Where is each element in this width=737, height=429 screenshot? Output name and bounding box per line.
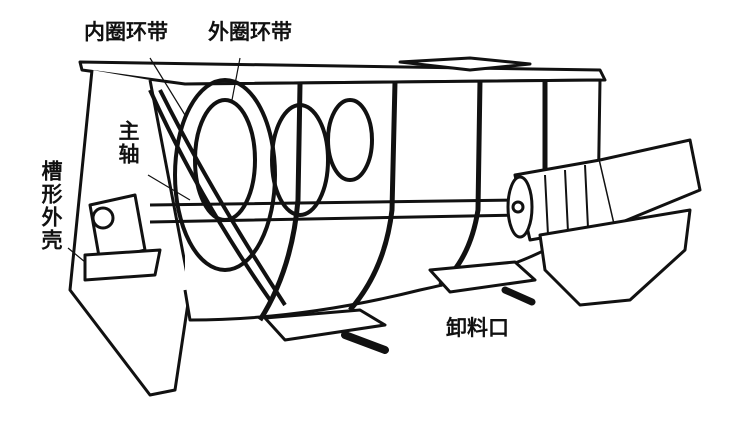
- motor: [506, 138, 702, 242]
- motor-base: [538, 208, 692, 307]
- inspection-hatch: [398, 56, 532, 72]
- label-outer-ribbon: 外圈环带: [208, 20, 292, 44]
- leader-lines: [67, 57, 241, 263]
- label-trough-shell: 槽形外壳: [39, 160, 63, 252]
- ribbons: [148, 78, 374, 307]
- discharge-gates: [263, 260, 537, 354]
- label-main-shaft: 主轴: [116, 120, 140, 166]
- label-discharge-port: 卸料口: [446, 316, 509, 340]
- main-shaft: [149, 198, 521, 224]
- label-inner-ribbon: 内圈环带: [84, 20, 168, 44]
- left-bearing: [83, 193, 162, 282]
